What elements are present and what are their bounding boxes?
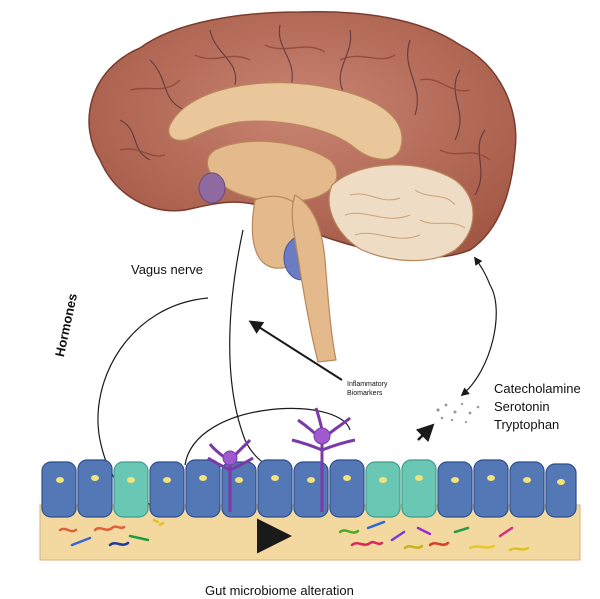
gut bbox=[39, 407, 581, 561]
inflammatory-line-1: Inflammatory bbox=[347, 381, 388, 388]
inflammatory-line-2: Biomarkers bbox=[347, 390, 383, 397]
cell-nuclei bbox=[56, 475, 565, 485]
inflammatory-arrow bbox=[248, 320, 343, 381]
brainstem bbox=[291, 194, 337, 363]
immune-cells bbox=[207, 407, 356, 512]
released-molecules bbox=[436, 402, 480, 424]
serotonin-label: Serotonin bbox=[494, 399, 550, 414]
epithelial-layer bbox=[41, 459, 577, 518]
immune-loop-line bbox=[184, 407, 351, 466]
amygdala bbox=[198, 172, 226, 204]
gut-microbes bbox=[58, 518, 530, 552]
release-arrow bbox=[415, 423, 435, 443]
cerebellum-folds bbox=[344, 189, 466, 239]
inflammatory-biomarkers-label: Inflammatory Biomarkers bbox=[347, 380, 387, 398]
neurotransmitter-arrow[interactable] bbox=[460, 256, 497, 397]
corpus-callosum bbox=[168, 82, 403, 160]
tryptophan-label: Tryptophan bbox=[494, 417, 560, 432]
cerebellum bbox=[328, 164, 474, 262]
brain bbox=[88, 10, 517, 363]
cortex-folds bbox=[119, 44, 491, 161]
neurotransmitter-labels: Catecholamine Serotonin Tryptophan bbox=[494, 380, 581, 434]
catecholamine-label: Catecholamine bbox=[494, 381, 581, 396]
gut-microbiome-label: Gut microbiome alteration bbox=[205, 583, 354, 598]
vagus-nerve-line bbox=[229, 229, 271, 469]
vagus-nerve-label: Vagus nerve bbox=[131, 262, 204, 277]
